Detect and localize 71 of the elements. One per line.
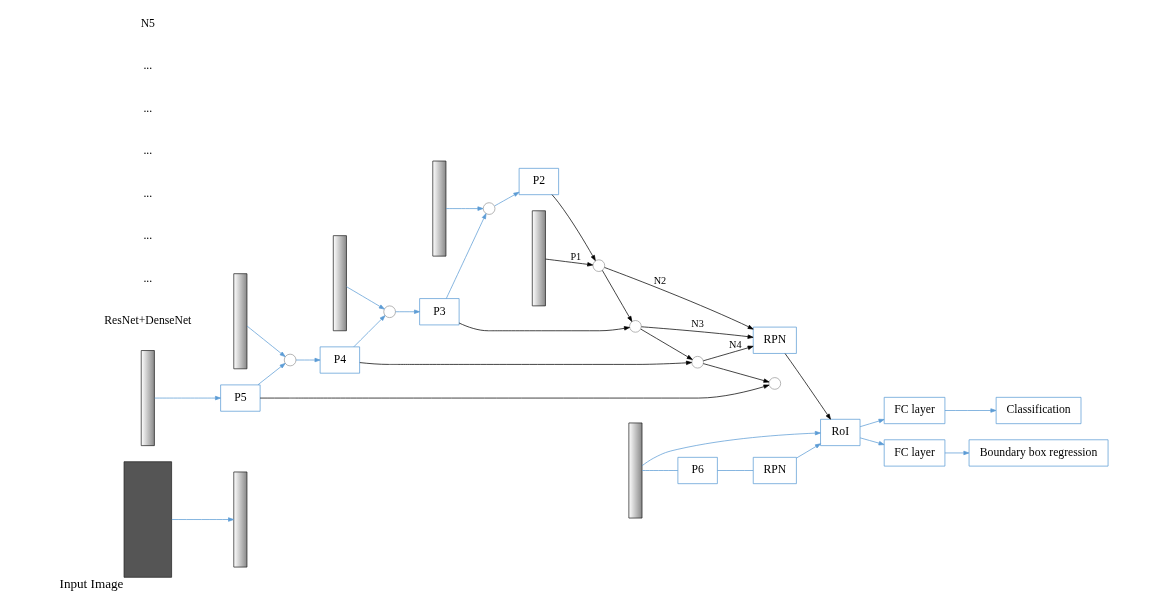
label: ... bbox=[142, 144, 152, 158]
node-circle bbox=[628, 320, 642, 333]
node-circle bbox=[382, 305, 396, 318]
arrow bbox=[641, 431, 821, 467]
node-box: Boundary box regression bbox=[968, 439, 1108, 467]
arrow bbox=[640, 326, 753, 339]
node-box: P4 bbox=[319, 346, 360, 374]
node-circle bbox=[592, 259, 605, 272]
arrow bbox=[352, 315, 385, 348]
arrow bbox=[639, 328, 693, 360]
arrow bbox=[544, 258, 593, 267]
edge-label: N4 bbox=[728, 338, 742, 350]
connector bbox=[716, 470, 753, 471]
arrow bbox=[795, 443, 821, 459]
node-circle bbox=[768, 377, 781, 390]
connector bbox=[641, 470, 678, 471]
arrow bbox=[702, 345, 754, 362]
label: ... bbox=[142, 59, 152, 73]
node-bar bbox=[431, 160, 446, 257]
node-bar bbox=[140, 350, 155, 446]
arrow bbox=[702, 363, 769, 383]
arrow bbox=[345, 286, 385, 310]
arrow bbox=[257, 363, 285, 386]
arrow bbox=[493, 191, 519, 207]
arrow bbox=[784, 353, 831, 420]
edge-label: N3 bbox=[690, 318, 704, 330]
label: ... bbox=[142, 101, 152, 115]
node-box: P6 bbox=[677, 456, 718, 485]
node-box: FC layer bbox=[883, 396, 945, 425]
arrow bbox=[394, 309, 420, 314]
node-box: RPN bbox=[752, 326, 797, 354]
node-box: Classification bbox=[995, 396, 1081, 425]
arrow bbox=[259, 384, 769, 399]
node-box: FC layer bbox=[883, 439, 945, 467]
arrow bbox=[601, 270, 632, 322]
node-box: P2 bbox=[518, 167, 559, 196]
node-bar bbox=[232, 273, 247, 370]
label: ... bbox=[142, 229, 152, 243]
node-label: Input Image bbox=[59, 575, 123, 591]
node-bar bbox=[332, 235, 347, 332]
node-circle bbox=[482, 202, 495, 215]
node-circle bbox=[690, 356, 704, 369]
node-box: P5 bbox=[219, 384, 260, 412]
arrow bbox=[944, 408, 996, 413]
node-box: RPN bbox=[752, 456, 797, 485]
label: ... bbox=[142, 271, 152, 285]
label: ResNet+DenseNet bbox=[103, 314, 191, 328]
node-bar bbox=[232, 471, 247, 568]
arrow bbox=[603, 267, 754, 330]
node-box: RoI bbox=[819, 418, 860, 446]
arrow bbox=[170, 517, 234, 522]
arrow bbox=[445, 206, 483, 211]
arrow bbox=[445, 213, 486, 299]
edge-label: N2 bbox=[653, 275, 666, 287]
edge-label: P1 bbox=[569, 250, 581, 262]
arrow bbox=[295, 357, 320, 363]
node-bar bbox=[628, 422, 642, 519]
arrow bbox=[944, 450, 969, 456]
arrow bbox=[458, 322, 630, 332]
arrow bbox=[551, 194, 596, 261]
node-box bbox=[123, 461, 172, 578]
label: ... bbox=[142, 186, 152, 200]
arrow bbox=[859, 437, 884, 446]
node-bar bbox=[531, 210, 546, 307]
arrow bbox=[246, 325, 285, 357]
arrow bbox=[358, 360, 692, 365]
node-circle bbox=[283, 353, 296, 367]
label: N5 bbox=[140, 17, 155, 30]
arrow bbox=[153, 395, 221, 401]
arrow bbox=[859, 418, 884, 428]
node-box: P3 bbox=[418, 298, 459, 326]
